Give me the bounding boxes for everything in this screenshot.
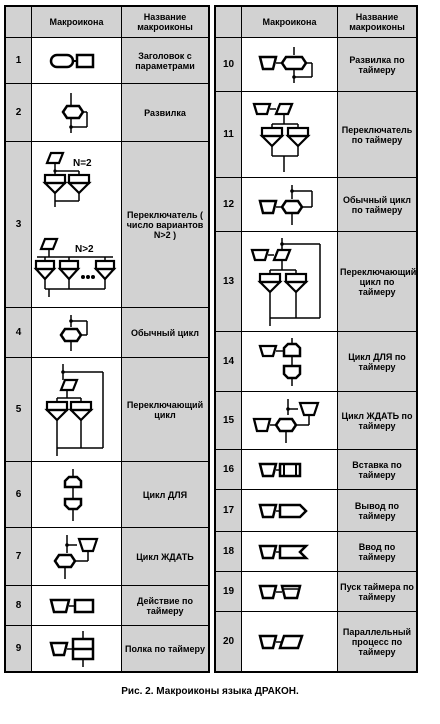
row-name: Ввод по таймеру — [337, 531, 417, 572]
table-row: 12 Обычный цикл по таймеру — [215, 177, 417, 232]
row-number: 14 — [215, 331, 242, 392]
table-header: Макроикона Название макроиконы — [5, 6, 209, 38]
row-number: 1 — [5, 37, 32, 84]
switch-icon: N=2 — [33, 151, 116, 297]
row-name: Полка по таймеру — [121, 625, 209, 672]
table-row: 17 Вывод по таймеру — [215, 489, 417, 532]
label-n-equals-2: N=2 — [73, 158, 92, 169]
row-number: 8 — [5, 585, 32, 626]
row-name: Обычный цикл — [121, 307, 209, 358]
right-macroicon-table: Макроикона Название макроиконы 10 Развил… — [214, 5, 418, 673]
header-number — [5, 6, 32, 38]
row-number: 2 — [5, 83, 32, 142]
table-row: 15 Цикл ЖДАТЬ по таймеру — [215, 391, 417, 450]
row-number: 11 — [215, 91, 242, 178]
table-row: 3 N=2 — [5, 141, 209, 308]
row-number: 16 — [215, 449, 242, 490]
header-macroicon: Макроикона — [241, 6, 338, 38]
table-row: 6 Цикл ДЛЯ — [5, 461, 209, 528]
row-name: Переключатель по таймеру — [337, 91, 417, 178]
timer-output-icon — [257, 503, 308, 518]
table-row: 14 Цикл ДЛЯ по таймеру — [215, 331, 417, 392]
fork-icon — [60, 92, 88, 133]
table-row: 10 Развилка по таймеру — [215, 37, 417, 92]
row-name: Развилка по таймеру — [337, 37, 417, 92]
row-number: 19 — [215, 571, 242, 612]
header-macroicon-name: Название макроиконы — [337, 6, 417, 38]
timer-start-icon — [257, 584, 302, 599]
table-row: 8 Действие по таймеру — [5, 585, 209, 626]
row-name: Цикл ДЛЯ — [121, 461, 209, 528]
row-name: Обычный цикл по таймеру — [337, 177, 417, 232]
label-n-greater-2: N>2 — [75, 244, 94, 255]
table-row: 19 Пуск таймера по таймеру — [215, 571, 417, 612]
row-name: Вывод по таймеру — [337, 489, 417, 532]
row-number: 17 — [215, 489, 242, 532]
table-row: 11 Переключатель по таймеру — [215, 91, 417, 178]
switching-loop-icon — [43, 363, 104, 456]
table-row: 16 Вставка по таймеру — [215, 449, 417, 490]
row-number: 12 — [215, 177, 242, 232]
timer-input-icon — [257, 544, 309, 559]
for-loop-icon — [63, 468, 82, 521]
row-number: 18 — [215, 531, 242, 572]
timer-fork-icon — [257, 46, 313, 83]
header-macroicon-name: Название макроиконы — [121, 6, 209, 38]
table-row: 4 Обычный цикл — [5, 307, 209, 358]
row-name: Переключающий цикл по таймеру — [337, 231, 417, 332]
table-row: 9 Полка по таймеру — [5, 625, 209, 672]
row-name: Параллельный процесс по таймеру — [337, 611, 417, 672]
left-macroicon-table: Макроикона Название макроиконы 1 Заголов… — [4, 5, 210, 673]
wait-loop-icon — [52, 534, 99, 579]
timer-for-loop-icon — [257, 337, 301, 386]
row-name: Цикл ЖДАТЬ по таймеру — [337, 391, 417, 450]
figure-caption: Рис. 2. Макроиконы языка ДРАКОН. — [121, 686, 299, 697]
row-number: 20 — [215, 611, 242, 672]
row-number: 4 — [5, 307, 32, 358]
timer-shelf-icon — [48, 630, 94, 667]
row-number: 3 — [5, 141, 32, 308]
row-name: Цикл ЖДАТЬ — [121, 527, 209, 586]
table-row: 5 Переключающий цик — [5, 357, 209, 462]
row-name: Переключатель ( число вариантов N>2 ) — [121, 141, 209, 308]
row-number: 5 — [5, 357, 32, 462]
timer-parallel-process-icon — [257, 634, 304, 649]
header-with-params-icon — [49, 53, 94, 68]
row-name: Пуск таймера по таймеру — [337, 571, 417, 612]
row-number: 9 — [5, 625, 32, 672]
table-row: 13 Переклю — [215, 231, 417, 332]
row-name: Вставка по таймеру — [337, 449, 417, 490]
row-number: 6 — [5, 461, 32, 528]
table-row: 7 Цикл ЖДАТЬ — [5, 527, 209, 586]
row-number: 15 — [215, 391, 242, 450]
row-number: 13 — [215, 231, 242, 332]
timer-switching-loop-icon — [249, 237, 321, 326]
row-number: 10 — [215, 37, 242, 92]
row-number: 7 — [5, 527, 32, 586]
table-row: 2 Развилка — [5, 83, 209, 142]
table-header: Макроикона Название макроиконы — [215, 6, 417, 38]
row-name: Действие по таймеру — [121, 585, 209, 626]
row-name: Цикл ДЛЯ по таймеру — [337, 331, 417, 392]
table-row: 1 Заголовок с параметрами — [5, 37, 209, 84]
table-row: 18 Ввод по таймеру — [215, 531, 417, 572]
timer-action-icon — [48, 598, 94, 613]
table-row: 20 Параллельный процесс по таймеру — [215, 611, 417, 672]
timer-loop-icon — [257, 184, 313, 225]
row-name: Развилка — [121, 83, 209, 142]
timer-switch-icon — [251, 102, 311, 172]
timer-wait-loop-icon — [252, 398, 320, 443]
row-name: Заголовок с параметрами — [121, 37, 209, 84]
loop-icon — [58, 314, 88, 351]
header-number — [215, 6, 242, 38]
header-macroicon: Макроикона — [31, 6, 122, 38]
timer-insert-icon — [257, 462, 301, 477]
row-name: Переключающий цикл — [121, 357, 209, 462]
